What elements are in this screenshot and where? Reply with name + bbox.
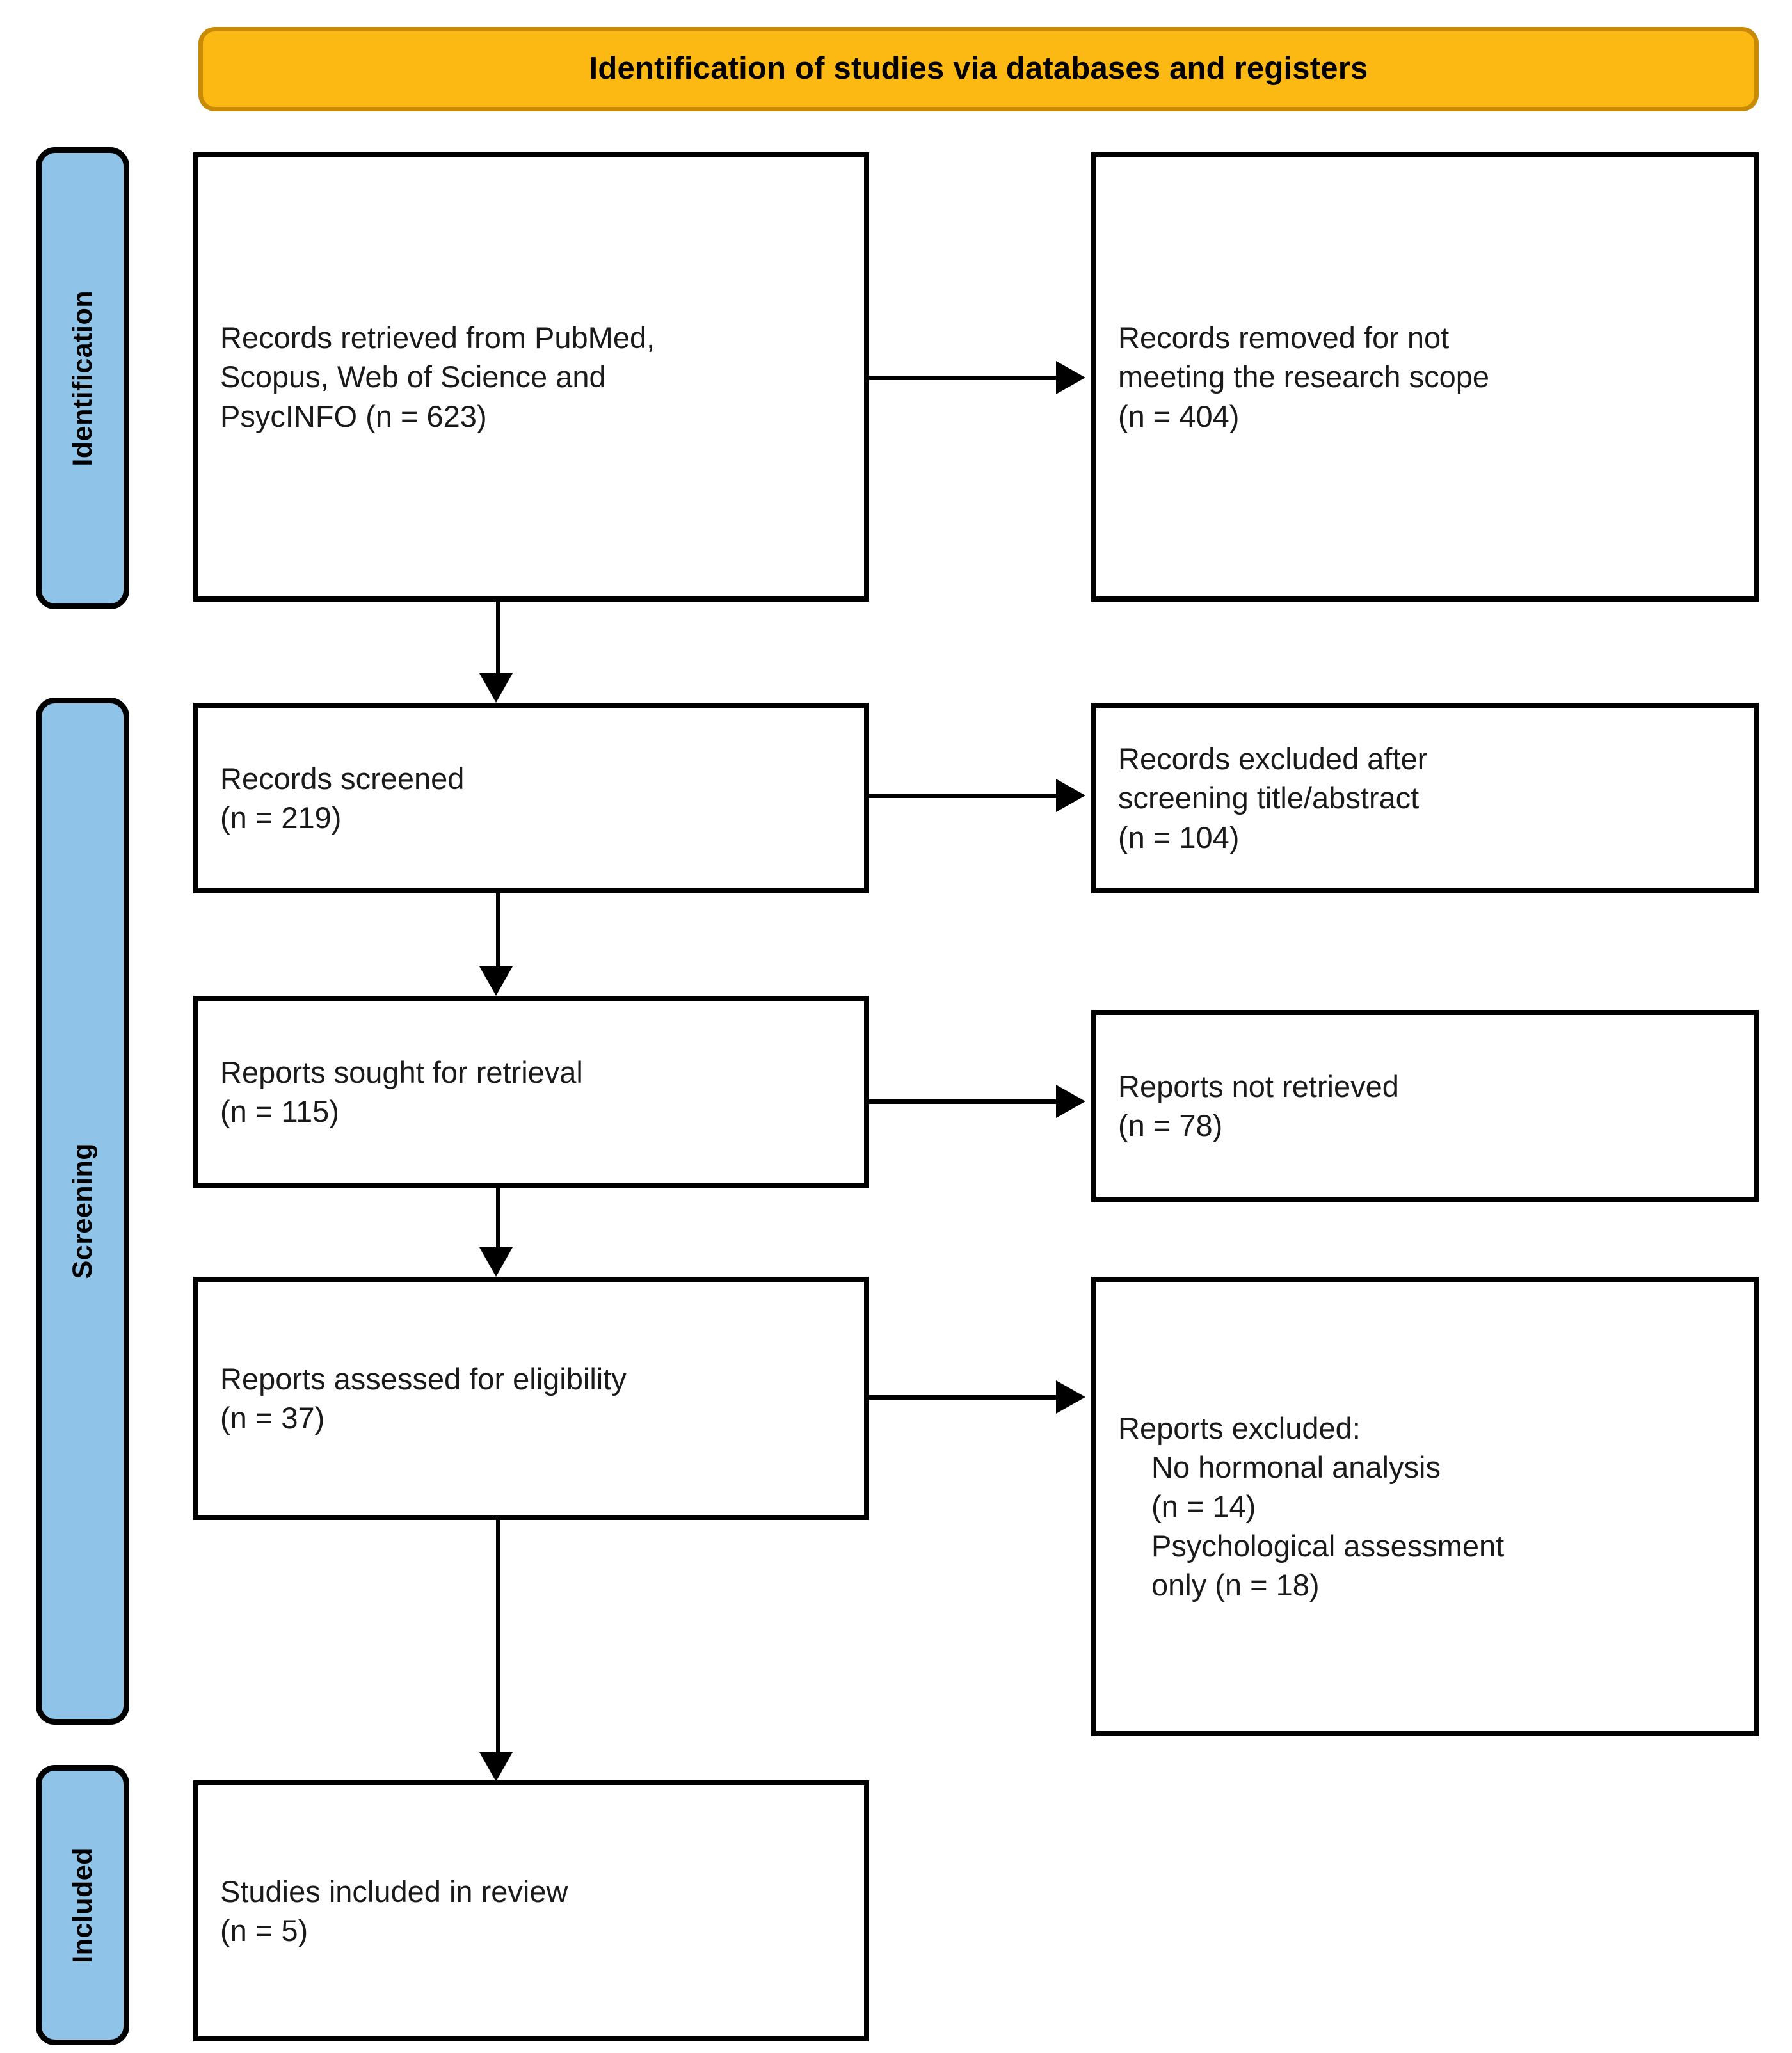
arrow-down-icon <box>479 673 513 703</box>
stage-tab-screening: Screening <box>36 698 129 1725</box>
box-reports-sought-for-retrieval: Reports sought for retrieval (n = 115) <box>193 996 869 1188</box>
box-reports-assessed-for-eligibility: Reports assessed for eligibility (n = 37… <box>193 1277 869 1520</box>
arrow-down-icon <box>479 1247 513 1277</box>
box-records-retrieved-line-1: Records retrieved from PubMed, <box>220 321 655 355</box>
box-reports-sought-line-1: Reports sought for retrieval <box>220 1055 583 1089</box>
arrow-right-icon <box>1056 779 1085 812</box>
box-reports-excluded-line-3: (n = 14) <box>1151 1489 1256 1524</box>
box-records-excluded-line-2: screening title/abstract <box>1118 781 1420 815</box>
box-reports-not-retrieved-line-1: Reports not retrieved <box>1118 1069 1399 1103</box>
box-reports-excluded-line-4: Psychological assessment <box>1151 1528 1505 1563</box>
stage-tab-identification-label: Identification <box>67 290 98 467</box>
box-reports-assessed-line-1: Reports assessed for eligibility <box>220 1361 627 1396</box>
box-records-removed-line-1: Records removed for not <box>1118 321 1450 355</box>
connector-assessed-to-reports-excluded <box>869 1395 1061 1400</box>
box-reports-not-retrieved-line-2: (n = 78) <box>1118 1108 1223 1142</box>
page-title: Identification of studies via databases … <box>589 51 1368 86</box>
box-records-retrieved-line-2: Scopus, Web of Science and <box>220 360 606 394</box>
box-records-screened-line-1: Records screened <box>220 761 465 795</box>
connector-assessed-to-included <box>496 1520 500 1757</box>
box-studies-included-line-2: (n = 5) <box>220 1913 308 1947</box>
box-reports-assessed-line-2: (n = 37) <box>220 1401 325 1435</box>
box-records-removed-line-3: (n = 404) <box>1118 399 1240 433</box>
box-records-removed: Records removed for not meeting the rese… <box>1091 152 1759 602</box>
arrow-right-icon <box>1056 1380 1085 1414</box>
connector-sought-to-assessed <box>496 1188 500 1252</box>
box-records-screened-line-2: (n = 219) <box>220 801 342 835</box>
connector-screened-to-sought <box>496 893 500 970</box>
arrow-right-icon <box>1056 1085 1085 1118</box>
stage-tab-identification: Identification <box>36 147 129 609</box>
stage-tab-included: Included <box>36 1765 129 2045</box>
connector-retrieved-to-screened <box>496 602 500 677</box>
box-reports-not-retrieved: Reports not retrieved (n = 78) <box>1091 1010 1759 1202</box>
box-records-excluded: Records excluded after screening title/a… <box>1091 703 1759 893</box>
box-reports-excluded: Reports excluded: No hormonal analysis (… <box>1091 1277 1759 1736</box>
box-reports-excluded-line-1: Reports excluded: <box>1118 1411 1361 1446</box>
diagram-header-banner: Identification of studies via databases … <box>198 27 1759 111</box>
connector-screened-to-excluded <box>869 794 1061 798</box>
arrow-down-icon <box>479 966 513 996</box>
box-records-retrieved-line-3: PsycINFO (n = 623) <box>220 399 487 433</box>
box-records-screened: Records screened (n = 219) <box>193 703 869 893</box>
arrow-right-icon <box>1056 361 1085 394</box>
box-reports-excluded-line-2: No hormonal analysis <box>1151 1450 1441 1485</box>
box-reports-sought-line-2: (n = 115) <box>220 1094 339 1128</box>
connector-sought-to-not-retrieved <box>869 1099 1061 1104</box>
box-records-excluded-line-3: (n = 104) <box>1118 820 1240 854</box>
stage-tab-screening-label: Screening <box>67 1143 98 1279</box>
box-studies-included-in-review: Studies included in review (n = 5) <box>193 1780 869 2041</box>
box-records-removed-line-2: meeting the research scope <box>1118 360 1489 394</box>
box-records-excluded-line-1: Records excluded after <box>1118 742 1428 776</box>
box-records-retrieved: Records retrieved from PubMed, Scopus, W… <box>193 152 869 602</box>
box-studies-included-line-1: Studies included in review <box>220 1874 568 1908</box>
connector-retrieved-to-removed <box>869 376 1061 380</box>
box-reports-excluded-line-5: only (n = 18) <box>1151 1567 1320 1602</box>
arrow-down-icon <box>479 1752 513 1782</box>
stage-tab-included-label: Included <box>67 1847 98 1963</box>
